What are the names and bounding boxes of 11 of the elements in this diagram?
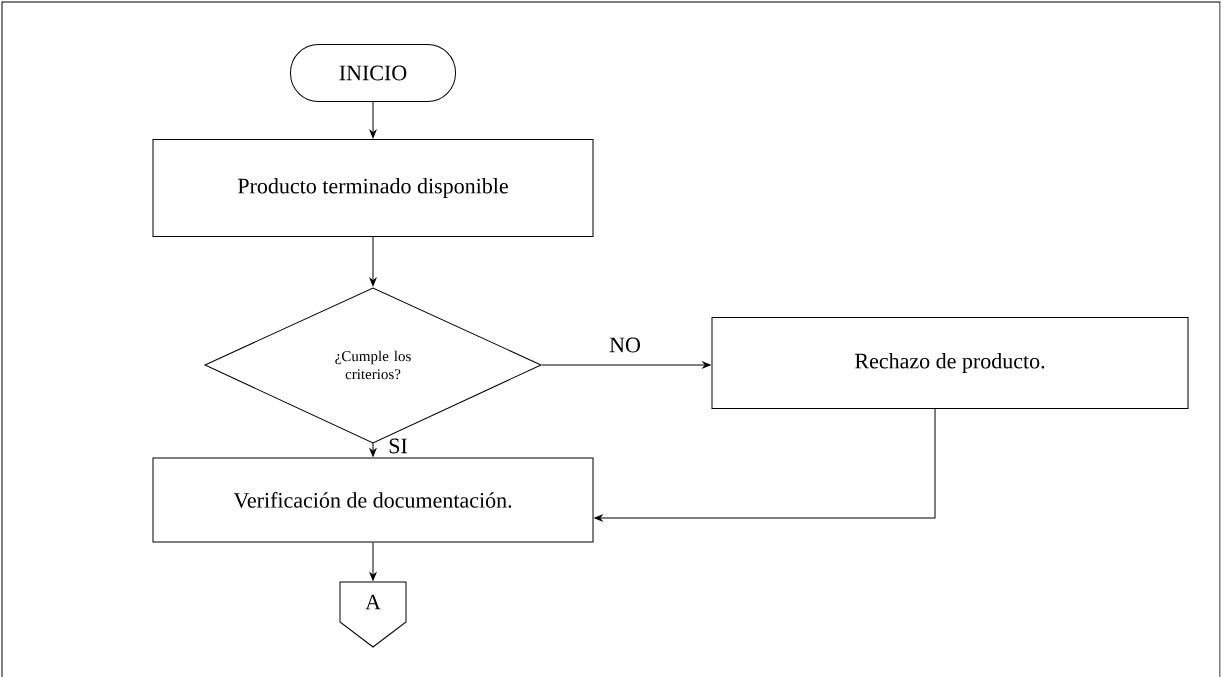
process-box: Rechazo de producto. — [711, 317, 1189, 409]
process-box: Verificación de documentación. — [152, 457, 594, 543]
arrow — [594, 408, 936, 522]
arrow — [541, 361, 711, 369]
off-page-connector: A — [339, 581, 407, 648]
arrow — [369, 542, 377, 581]
process-box: Producto terminado disponible — [152, 139, 594, 237]
arrow — [369, 101, 377, 139]
arrow — [369, 442, 377, 457]
arrow — [369, 236, 377, 287]
edge-label: NO — [608, 336, 642, 354]
